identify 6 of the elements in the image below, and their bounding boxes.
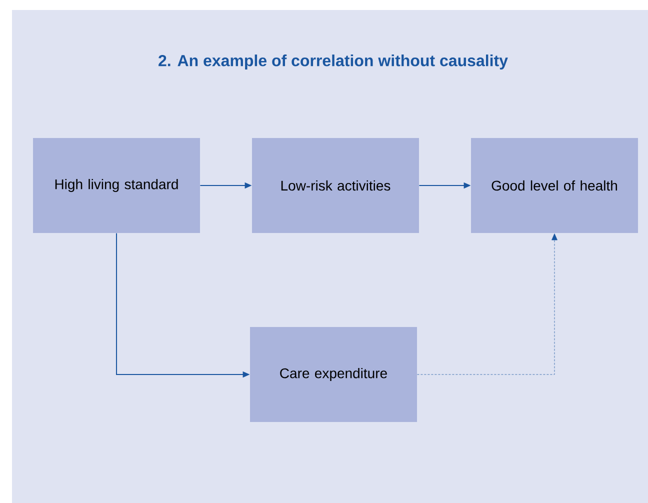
process-box: High living standard — [33, 138, 200, 233]
process-box: Low-risk activities — [252, 138, 419, 233]
process-box: Care expenditure — [250, 327, 417, 422]
title: 2. An example of correlation without causality — [158, 54, 508, 70]
arrow — [417, 234, 558, 375]
process-box: Good level of health — [471, 138, 638, 233]
